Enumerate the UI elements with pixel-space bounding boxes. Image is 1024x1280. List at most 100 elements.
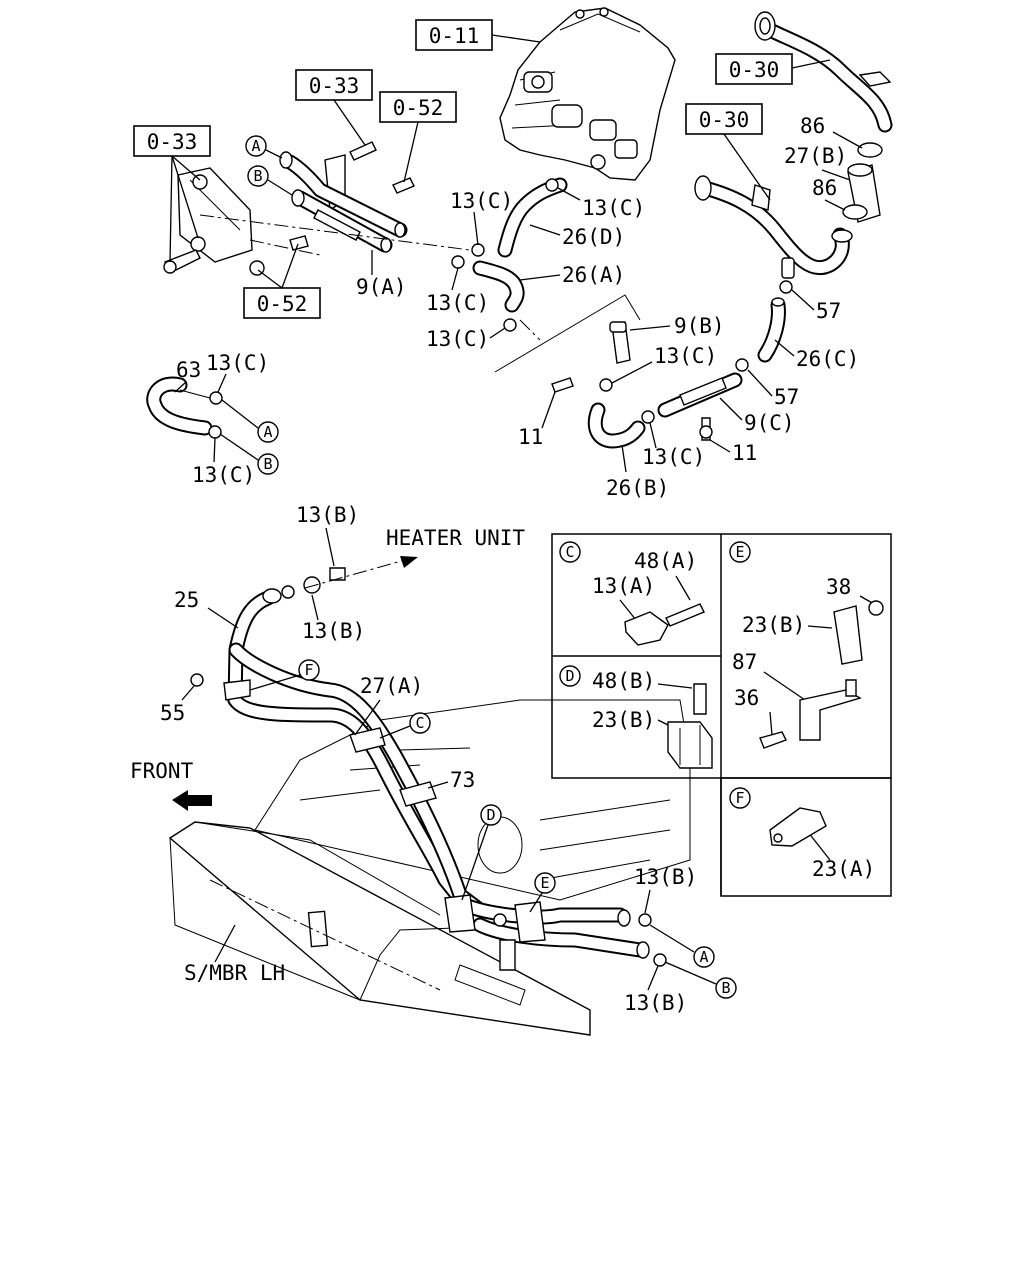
stud-0-33 [349, 141, 377, 161]
label-55: 55 [160, 701, 185, 725]
circle-f-marker: F [298, 659, 320, 681]
label-13b-top: 13(B) [296, 503, 359, 527]
svg-text:A: A [699, 948, 708, 966]
svg-text:A: A [263, 423, 272, 441]
label-13b-lower-right: 13(B) [634, 865, 697, 889]
panel-c-letter: C [565, 543, 574, 561]
svg-text:A: A [251, 137, 260, 155]
part-9a-pipe [279, 151, 408, 253]
ref-0-30-upper-text: 0-30 [729, 58, 780, 82]
label-13c-2: 13(C) [582, 196, 645, 220]
label-13c-1: 13(C) [450, 189, 513, 213]
part-9b-fitting [609, 321, 631, 364]
heater-unit-arrow [304, 556, 418, 589]
circle-a-lower: A [693, 946, 715, 968]
label-27b: 27(B) [784, 144, 847, 168]
label-26b: 26(B) [606, 476, 669, 500]
ref-box-0-30-lower: 0-30 [685, 103, 771, 201]
panel-e-label-23b: 23(B) [742, 613, 805, 637]
pipe-clamps-lower [190, 673, 546, 971]
label-heater-unit: HEATER UNIT [386, 526, 525, 550]
ref-0-11-text: 0-11 [429, 24, 480, 48]
panel-d-label-23b: 23(B) [592, 708, 655, 732]
panel-e-label-38: 38 [826, 575, 851, 599]
label-13c-8: 13(C) [192, 463, 255, 487]
label-13c-3: 13(C) [426, 291, 489, 315]
label-13c-6: 13(C) [642, 445, 705, 469]
label-smbr-lh: S/MBR LH [184, 961, 285, 985]
label-86-lower: 86 [812, 176, 837, 200]
svg-text:B: B [253, 167, 262, 185]
part-26a-hose [472, 260, 525, 313]
label-26a: 26(A) [562, 263, 625, 287]
ref-box-0-33-left: 0-33 [133, 125, 211, 263]
ref-box-0-52-upper: 0-52 [379, 91, 457, 183]
detail-panel-d: D 48(B) 23(B) [559, 665, 713, 769]
ref-0-52-upper-text: 0-52 [393, 96, 444, 120]
panel-e-letter: E [735, 543, 744, 561]
label-11-left: 11 [518, 425, 543, 449]
label-26d: 26(D) [562, 225, 625, 249]
detail-panel-c: C 48(A) 13(A) [559, 541, 705, 646]
part-26d-hose [497, 177, 568, 258]
label-13b-bottom: 13(B) [624, 991, 687, 1015]
label-11-right: 11 [732, 441, 757, 465]
label-front: FRONT [130, 759, 194, 783]
engine-cylinder-head [499, 7, 676, 181]
label-57-lower: 57 [774, 385, 799, 409]
panel-e-label-36: 36 [734, 686, 759, 710]
panel-f-letter: F [735, 789, 744, 807]
svg-text:F: F [304, 661, 313, 679]
panel-d-letter: D [565, 667, 574, 685]
label-13b-mid: 13(B) [302, 619, 365, 643]
frame-side-member [168, 821, 591, 1036]
svg-text:B: B [263, 455, 272, 473]
label-13c-5: 13(C) [654, 344, 717, 368]
part-86-clamp-lower [842, 204, 868, 220]
panel-d-label-48b: 48(B) [592, 669, 655, 693]
ref-box-0-11: 0-11 [415, 19, 541, 51]
center-axis-line [199, 214, 471, 256]
detail-panel-f: F 23(A) [729, 787, 875, 881]
label-25: 25 [174, 588, 199, 612]
detail-panel-e: E 38 23(B) 87 36 [729, 541, 884, 749]
circle-d-marker: D [480, 804, 502, 826]
panel-c-label-13a: 13(A) [592, 574, 655, 598]
panel-f-label-23a: 23(A) [812, 857, 875, 881]
upper-water-pipe [754, 11, 893, 133]
label-27a: 27(A) [360, 674, 423, 698]
svg-text:B: B [721, 979, 730, 997]
part-13b-clamps-lower [303, 567, 667, 967]
part-86-clamp-upper [857, 142, 883, 158]
ref-box-0-33-upper: 0-33 [295, 69, 373, 146]
part-9c-pipe [657, 372, 743, 418]
part-63-hose [146, 376, 223, 439]
label-26c: 26(C) [796, 347, 859, 371]
label-9c: 9(C) [744, 411, 795, 435]
label-9b: 9(B) [674, 314, 725, 338]
circle-b-left: B [257, 453, 279, 475]
front-arrow-icon [172, 790, 212, 811]
label-73: 73 [450, 768, 475, 792]
ref-box-0-30-upper: 0-30 [715, 53, 831, 85]
circle-a-top: A [245, 135, 267, 157]
part-13c-clamps-mid [599, 280, 793, 424]
part-26c-hose [757, 297, 786, 363]
svg-text:D: D [486, 806, 495, 824]
panel-e-label-87: 87 [732, 650, 757, 674]
part-11-bolts [551, 377, 713, 441]
circle-a-left: A [257, 421, 279, 443]
label-57-upper: 57 [816, 299, 841, 323]
lower-water-pipe [694, 175, 853, 279]
label-13c-4: 13(C) [426, 327, 489, 351]
ref-0-52-lower-text: 0-52 [257, 292, 308, 316]
svg-text:E: E [540, 874, 549, 892]
panel-c-label-48a: 48(A) [634, 549, 697, 573]
label-13c-7: 13(C) [206, 351, 269, 375]
svg-text:C: C [415, 714, 424, 732]
bracket-assembly [163, 154, 346, 274]
stud-0-52 [249, 177, 415, 276]
label-9a: 9(A) [356, 275, 407, 299]
label-63: 63 [176, 358, 201, 382]
